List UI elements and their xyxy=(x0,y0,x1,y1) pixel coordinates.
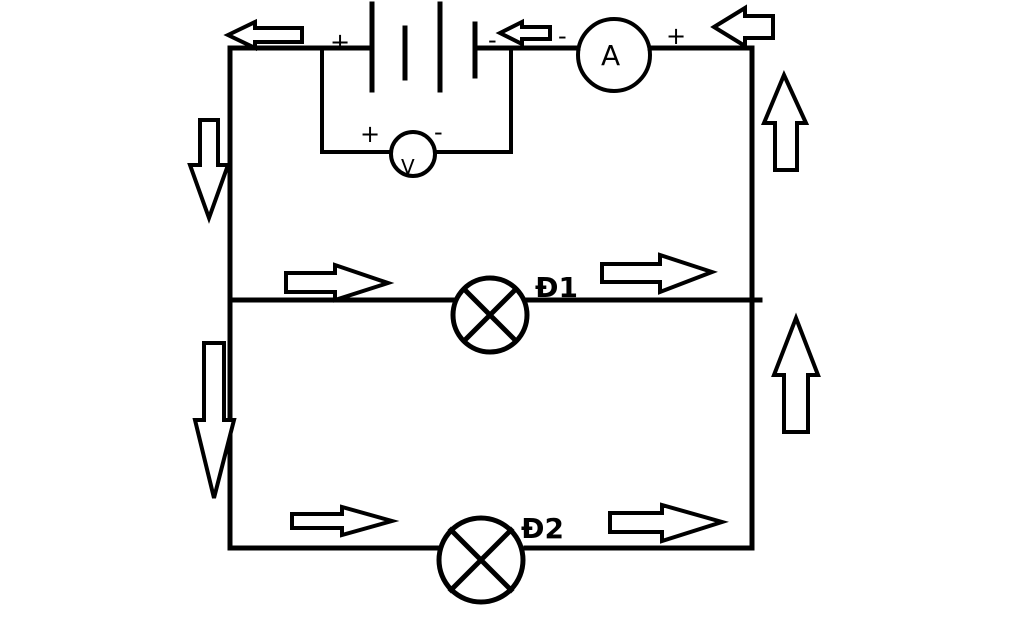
lamp-d1-cross xyxy=(460,285,520,345)
circuit-wires xyxy=(227,45,763,551)
lamp-d1-circle xyxy=(450,275,530,355)
lamp-d2: Đ2 xyxy=(436,512,564,605)
battery-minus-sign: - xyxy=(488,26,497,54)
ammeter-circle xyxy=(576,17,652,93)
arrow-right-icon xyxy=(600,252,718,295)
ammeter-plus-sign: + xyxy=(666,22,686,50)
arrow-right-icon xyxy=(290,504,400,538)
voltmeter-wire-left xyxy=(320,48,391,154)
arrow-left-icon xyxy=(495,18,552,48)
ammeter-letter: A xyxy=(601,39,620,72)
ammeter-minus-sign: - xyxy=(558,22,567,50)
voltmeter-branch: V + - xyxy=(320,48,513,179)
lamp-d2-label: Đ2 xyxy=(521,512,564,545)
voltmeter xyxy=(389,130,437,178)
arrow-down-icon xyxy=(187,118,231,224)
voltmeter-plus-sign: + xyxy=(360,120,380,148)
battery: + - xyxy=(330,1,497,93)
voltmeter-letter: V xyxy=(401,155,415,179)
arrow-right-icon xyxy=(284,262,395,303)
arrow-right-icon xyxy=(608,502,729,544)
ammeter: A - + xyxy=(558,17,686,93)
arrow-left-icon xyxy=(710,4,775,50)
arrow-up-icon xyxy=(761,70,810,172)
voltmeter-minus-sign: - xyxy=(434,118,443,146)
arrow-up-icon xyxy=(771,312,821,434)
lamp-d2-cross xyxy=(447,526,515,594)
battery-plus-sign: + xyxy=(330,28,350,56)
arrow-left-icon xyxy=(223,18,304,52)
voltmeter-wire-right xyxy=(435,48,513,154)
arrow-down-icon xyxy=(192,341,237,499)
lamp-d1-label: Đ1 xyxy=(535,271,578,304)
current-arrows xyxy=(187,4,821,544)
lamp-d2-circle xyxy=(436,515,526,605)
lamp-d1: Đ1 xyxy=(450,271,578,355)
